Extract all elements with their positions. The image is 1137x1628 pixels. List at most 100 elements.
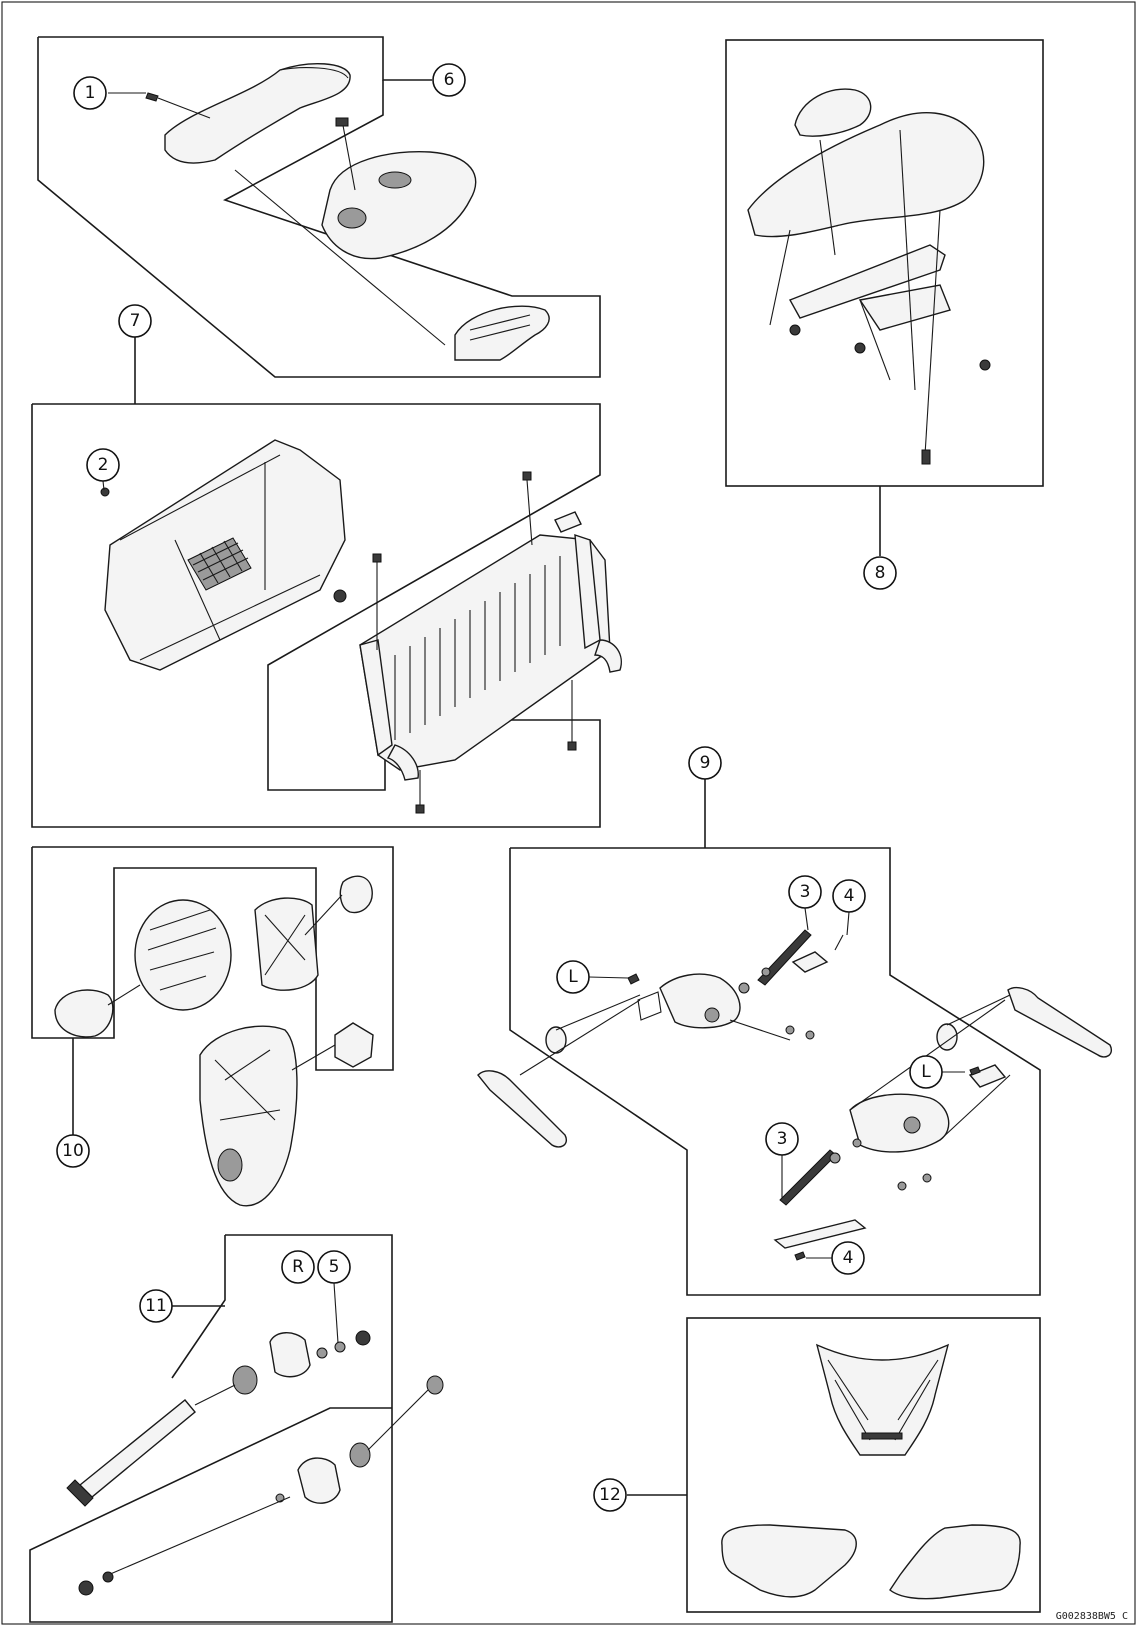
radiator-guard-frame <box>119 454 321 661</box>
damper-part <box>789 324 801 336</box>
radiator-hose-inlet <box>386 744 419 781</box>
washer-part <box>738 982 750 994</box>
radiator-fins <box>394 556 561 740</box>
washer-part <box>805 1030 815 1040</box>
inner-cover-hole <box>378 171 412 189</box>
bolt-axis <box>194 1384 236 1406</box>
group-6-meter-cover: 1 6 <box>37 36 601 378</box>
washer-part <box>922 1173 932 1183</box>
cowl-mount-part <box>858 284 951 331</box>
callout-2: 2 <box>86 448 120 491</box>
callout-12: 12 <box>593 1478 627 1512</box>
star-cover-part <box>334 1022 374 1068</box>
callout-5: 5 <box>317 1250 351 1344</box>
washer-part <box>316 1347 328 1359</box>
radiator-tank-left <box>359 639 393 757</box>
group-8-seat-cowl: 8 <box>725 39 1044 590</box>
nut-part <box>78 1580 94 1596</box>
washer-part <box>785 1025 795 1035</box>
callout-R: R <box>281 1250 315 1284</box>
seat-pad-part <box>794 88 872 137</box>
inner-cover-hole <box>337 207 367 229</box>
slider-spacer-part <box>232 1365 258 1395</box>
screw-axis <box>157 97 211 119</box>
windscreen-part <box>164 62 351 164</box>
right-plate-part <box>773 1219 867 1249</box>
washer-part <box>761 967 771 977</box>
cowl-leaders <box>769 129 941 456</box>
nut-part <box>102 1571 114 1583</box>
damper-part <box>979 359 991 371</box>
damper-part <box>854 342 866 354</box>
small-cover-part <box>339 875 373 914</box>
callout-1: 1 <box>73 76 146 110</box>
left-heel-plate-part <box>477 1070 567 1148</box>
knee-pad-right-part <box>889 1524 1021 1600</box>
group-6-leader <box>38 36 432 81</box>
bracket-part <box>454 305 550 361</box>
slider-long-bolt-part <box>78 1399 196 1498</box>
clip-part <box>567 741 577 751</box>
clip-part <box>415 804 425 814</box>
clip-part <box>372 553 382 563</box>
callout-8: 8 <box>863 556 897 590</box>
cover-leaders <box>107 894 343 1071</box>
svg-text:2: 2 <box>98 455 109 475</box>
washer-part <box>334 1341 346 1353</box>
svg-text:4: 4 <box>844 886 855 906</box>
lower-bolt-shaft <box>107 1496 291 1576</box>
bolt-part <box>779 1149 837 1206</box>
group-6-frame <box>37 37 601 378</box>
left-hanger-pivot <box>704 1007 720 1023</box>
left-hanger-part <box>659 973 741 1029</box>
callout-6: 6 <box>432 63 466 97</box>
slider-spacer-part <box>349 1442 371 1468</box>
group-11-frame-sliders: 11 R 5 <box>29 1234 444 1623</box>
radiator-cap-part <box>554 511 582 533</box>
callout-L-left: L <box>556 960 629 994</box>
left-lever-part <box>791 951 829 973</box>
bolt-axis <box>341 119 356 191</box>
svg-text:L: L <box>921 1062 931 1082</box>
clutch-cover-part <box>254 897 319 991</box>
callout-10: 10 <box>56 1134 90 1168</box>
group-11-frame-right <box>29 1234 393 1623</box>
svg-text:12: 12 <box>599 1485 621 1505</box>
nut-part <box>355 1330 371 1346</box>
group-9-frame <box>509 847 1041 1296</box>
crank-cover-part <box>54 989 114 1038</box>
seat-cowl-part <box>747 112 985 238</box>
screw-part <box>794 1251 806 1261</box>
group-10-frame <box>31 846 394 1071</box>
screw-part <box>627 973 640 985</box>
callout-4-left: 4 <box>832 879 866 936</box>
mesh-grid <box>192 540 249 584</box>
callout-9: 9 <box>688 746 722 780</box>
clip-axis <box>526 479 533 546</box>
clutch-cover-ribs <box>264 914 306 976</box>
left-leaders <box>519 934 844 1076</box>
svg-text:8: 8 <box>875 563 886 583</box>
tank-pad-part <box>815 1343 950 1456</box>
left-bracket-part <box>637 991 662 1021</box>
windscreen-edge <box>279 67 349 79</box>
tank-pad-logo <box>861 1432 903 1440</box>
group-11-frame-left <box>171 1235 226 1379</box>
callout-L-right: L <box>909 1055 965 1089</box>
mount-axis <box>234 169 446 346</box>
radiator-guard-mesh <box>187 537 252 591</box>
cap-axis <box>367 1389 429 1451</box>
alternator-cover-part <box>134 899 232 1011</box>
svg-text:3: 3 <box>800 882 811 902</box>
group-9-rear-sets: 9 3 4 L L 3 4 <box>477 746 1112 1296</box>
svg-text:L: L <box>568 967 578 987</box>
right-lever-part <box>968 1064 1007 1088</box>
svg-text:10: 10 <box>62 1141 84 1161</box>
svg-text:3: 3 <box>777 1129 788 1149</box>
left-footpeg-part <box>545 1026 567 1054</box>
bolt-part <box>921 449 931 465</box>
inner-cover-part <box>321 151 477 260</box>
